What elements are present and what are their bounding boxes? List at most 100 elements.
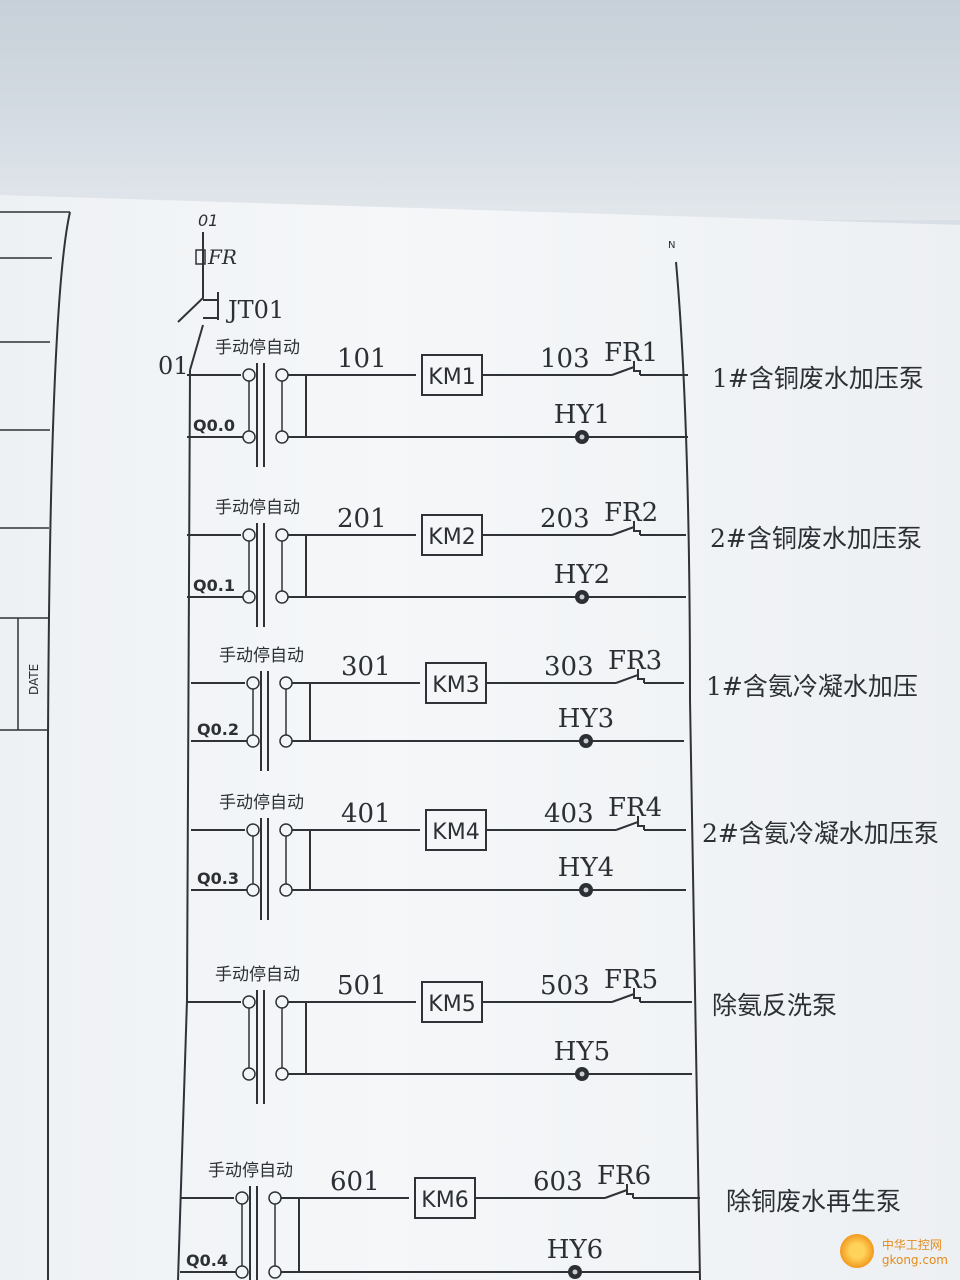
rung-5: KM5 501 503 FR5 手动停自动 HY5 除氨反洗泵: [187, 965, 837, 1104]
rung-description: 1#含铜废水加压泵: [712, 364, 924, 393]
plc-output-label: Q0.0: [193, 416, 235, 435]
contactor-label: KM4: [432, 820, 479, 845]
indicator-lamp-center: [583, 887, 589, 893]
wire-number-out: 603: [533, 1167, 583, 1197]
selector-label: 手动停自动: [219, 793, 304, 813]
overload-contact: [611, 361, 641, 376]
selector-contact-icon: [275, 995, 289, 1009]
left-node-label: 01: [158, 352, 189, 380]
emergency-stop-switch: [203, 292, 219, 320]
wire-number-in: 301: [341, 652, 391, 682]
contactor-label: KM2: [428, 525, 475, 550]
selector-contact-icon: [246, 676, 260, 690]
selector-contact-icon: [242, 995, 256, 1009]
selector-contact-icon: [242, 368, 256, 382]
overload-relay-label: FR4: [608, 793, 662, 823]
overload-contact: [611, 988, 641, 1003]
wire-number-in: 101: [337, 344, 387, 374]
rung-description: 2#含氨冷凝水加压泵: [702, 819, 939, 848]
wire-number-in: 601: [330, 1167, 380, 1197]
watermark-site: gkong.com: [881, 1252, 948, 1267]
selector-label: 手动停自动: [215, 498, 300, 518]
fuse-label: FR: [207, 245, 237, 269]
wire-number-out: 203: [540, 504, 590, 534]
selector-label: 手动停自动: [208, 1161, 293, 1181]
left-power-rail: [177, 232, 204, 1280]
top-node-label: 01: [198, 211, 218, 230]
selector-contact-icon: [242, 430, 256, 444]
selector-contact-icon: [279, 676, 293, 690]
rung-description: 除铜废水再生泵: [726, 1187, 901, 1216]
contactor-label: KM5: [428, 992, 475, 1017]
site-watermark: 中华工控网 gkong.com: [840, 1234, 948, 1268]
lamp-label: HY1: [554, 400, 610, 430]
wire-number-out: 503: [540, 971, 590, 1001]
neutral-label: N: [668, 240, 675, 251]
rung-description: 除氨反洗泵: [712, 991, 837, 1020]
background-surface: [0, 0, 960, 220]
selector-label: 手动停自动: [219, 646, 304, 666]
contactor-label: KM3: [432, 673, 479, 698]
overload-relay-label: FR6: [597, 1161, 651, 1191]
overload-contact: [615, 816, 645, 831]
overload-contact: [615, 669, 645, 684]
indicator-lamp-center: [579, 594, 585, 600]
indicator-lamp-center: [579, 1071, 585, 1077]
overload-contact: [611, 521, 641, 536]
wire-number-out: 103: [540, 344, 590, 374]
overload-contact: [604, 1184, 634, 1199]
selector-contact-icon: [279, 883, 293, 897]
selector-contact-icon: [275, 590, 289, 604]
rung-2: Q0.1 KM2 201 203 FR2 手动停自动 HY2 2#含铜废水加压泵: [187, 498, 922, 627]
lamp-label: HY3: [558, 704, 614, 734]
selector-contact-icon: [246, 823, 260, 837]
selector-contact-icon: [246, 883, 260, 897]
overload-relay-label: FR3: [608, 646, 662, 676]
indicator-lamp-center: [579, 434, 585, 440]
wire-number-out: 303: [544, 652, 594, 682]
selector-label: 手动停自动: [215, 338, 300, 358]
selector-contact-icon: [275, 528, 289, 542]
plc-output-label: Q0.1: [193, 576, 235, 595]
overload-relay-label: FR1: [604, 338, 658, 368]
date-label: DATE: [27, 664, 41, 695]
switch-label: JT01: [225, 296, 284, 324]
rung-1: Q0.0 KM1 101 103 FR1 手动停自动 HY1 1#含铜废水加压泵: [187, 338, 924, 467]
rung-description: 2#含铜废水加压泵: [710, 524, 922, 553]
rung-3: Q0.2 KM3 301 303 FR3 手动停自动 HY3 1#含氨冷凝水加压: [191, 646, 918, 771]
selector-contact-icon: [268, 1191, 282, 1205]
plc-output-label: Q0.3: [197, 869, 239, 888]
selector-contact-icon: [279, 734, 293, 748]
lamp-label: HY4: [558, 853, 614, 883]
right-neutral-rail: [675, 261, 701, 1280]
fuse-symbol: [195, 249, 206, 265]
gear-logo-icon: [840, 1234, 875, 1268]
wire-number-in: 201: [337, 504, 387, 534]
contactor-label: KM6: [421, 1188, 468, 1213]
selector-contact-icon: [235, 1265, 249, 1279]
lamp-label: HY6: [547, 1235, 603, 1265]
overload-relay-label: FR2: [604, 498, 658, 528]
selector-contact-icon: [275, 368, 289, 382]
lamp-label: HY5: [554, 1037, 610, 1067]
contactor-label: KM1: [428, 365, 475, 390]
plc-output-label: Q0.4: [186, 1251, 228, 1270]
selector-contact-icon: [235, 1191, 249, 1205]
overload-relay-label: FR5: [604, 965, 658, 995]
rung-description: 1#含氨冷凝水加压: [706, 672, 918, 701]
title-block-frame: [0, 211, 71, 1280]
wire-number-out: 403: [544, 799, 594, 829]
rung-6: Q0.4 KM6 601 603 FR6 手动停自动 HY6 除铜废水再生泵: [180, 1161, 901, 1280]
plc-output-label: Q0.2: [197, 720, 239, 739]
selector-contact-icon: [275, 1067, 289, 1081]
selector-label: 手动停自动: [215, 965, 300, 985]
indicator-lamp-center: [583, 738, 589, 744]
lamp-label: HY2: [554, 560, 610, 590]
watermark-brand: 中华工控网: [881, 1237, 942, 1252]
selector-contact-icon: [242, 1067, 256, 1081]
selector-contact-icon: [242, 590, 256, 604]
schematic-paper: [0, 195, 960, 1280]
wire-number-in: 501: [337, 971, 387, 1001]
selector-contact-icon: [242, 528, 256, 542]
